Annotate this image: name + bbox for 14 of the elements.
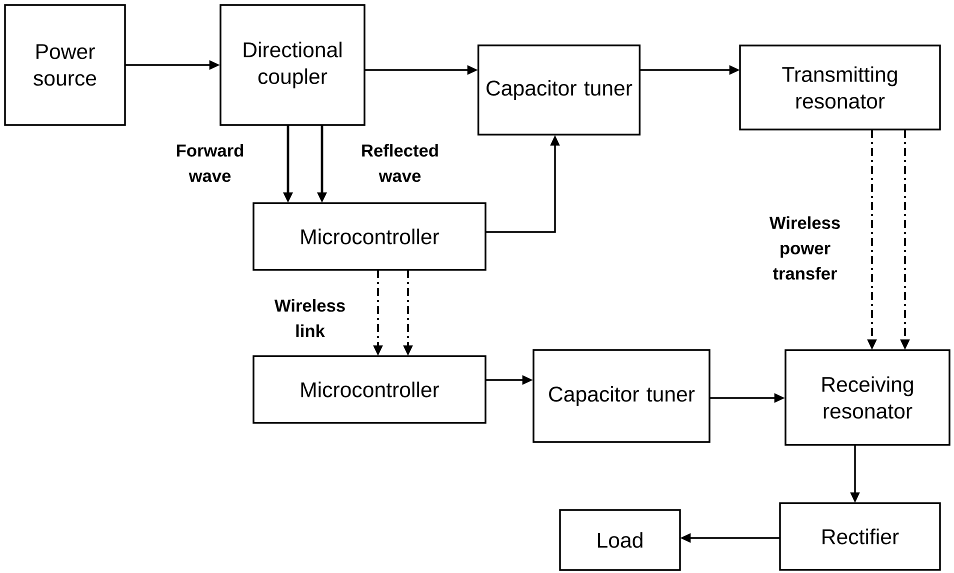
edge-label: Wireless link	[268, 298, 352, 338]
block-box: Capacitor tuner	[532, 349, 710, 443]
block-box: Power source	[4, 4, 126, 126]
block-box: Rectifier	[779, 502, 941, 571]
edge-label: Forward wave	[168, 142, 252, 184]
block-box: Receiving resonator	[784, 349, 950, 446]
block-box: Directional coupler	[220, 4, 366, 126]
block-box: Transmitting resonator	[739, 44, 941, 130]
edge-label: Wireless power transfer	[764, 214, 846, 282]
edge-label: Reflected wave	[354, 142, 446, 184]
block-box: Capacitor tuner	[477, 44, 641, 136]
block-box: Load	[559, 509, 681, 571]
block-box: Microcontroller	[252, 202, 486, 271]
block-box: Microcontroller	[252, 355, 486, 424]
